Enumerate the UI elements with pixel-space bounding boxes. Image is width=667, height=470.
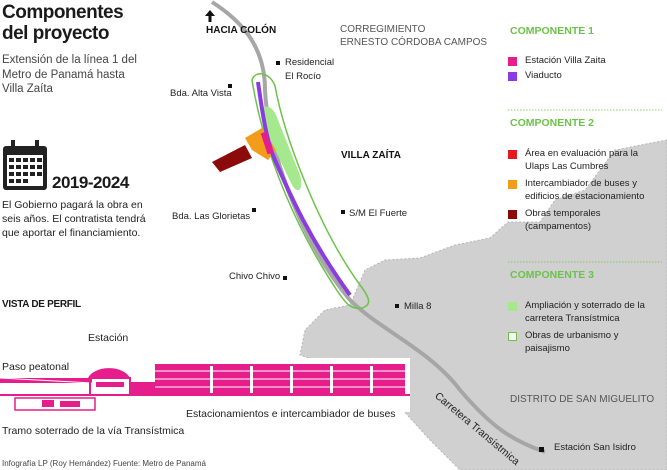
label-residencial: Residencial El Rocío bbox=[285, 57, 335, 82]
label-milla8: Milla 8 bbox=[404, 301, 432, 312]
label-hacia-colon: HACIA COLÓN bbox=[206, 25, 277, 36]
profile-estacionamientos-label: Estacionamientos e intercambiador de bus… bbox=[186, 408, 396, 420]
swatch-violet bbox=[508, 72, 517, 81]
legend-component2-title: COMPONENTE 2 bbox=[510, 117, 595, 129]
urbanismo-outline bbox=[251, 73, 370, 310]
profile-view bbox=[0, 358, 410, 412]
label-chivo-chivo: Chivo Chivo bbox=[229, 271, 281, 282]
description-text: El Gobierno pagará la obra en seis años.… bbox=[2, 199, 146, 239]
profile-tramo-label: Tramo soterrado de la vía Transístmica bbox=[2, 425, 185, 437]
label-alta-vista: Bda. Alta Vista bbox=[170, 88, 232, 99]
location-markers bbox=[228, 61, 544, 452]
ampliacion-area bbox=[261, 106, 302, 191]
swatch-orange bbox=[508, 180, 517, 189]
intro-text: Extensión de la línea 1 del Metro de Pan… bbox=[2, 54, 137, 95]
profile-estacion-label: Estación bbox=[88, 332, 129, 344]
estacion-villa-zaita bbox=[260, 131, 274, 155]
swatch-red bbox=[508, 150, 517, 159]
page-title: Componentes del proyecto bbox=[2, 2, 124, 44]
swatch-light-green bbox=[508, 302, 517, 311]
carretera-road bbox=[210, 0, 546, 454]
credit-line: Infografía LP (Roy Hernández) Fuente: Me… bbox=[2, 459, 206, 468]
profile-paso-label: Paso peatonal bbox=[2, 361, 70, 373]
calendar-icon bbox=[3, 140, 47, 190]
obras-temporales-area bbox=[212, 145, 252, 172]
label-corregimiento: CORREGIMIENTO ERNESTO CÓRDOBA CAMPOS bbox=[340, 24, 488, 48]
years-label: 2019-2024 bbox=[52, 173, 129, 192]
north-arrow-icon bbox=[205, 10, 215, 22]
label-glorietas: Bda. Las Glorietas bbox=[172, 211, 251, 222]
legend-component3-title: COMPONENTE 3 bbox=[510, 269, 595, 281]
swatch-dark-red bbox=[508, 210, 517, 219]
swatch-green-outline bbox=[508, 332, 517, 341]
profile-title: VISTA DE PERFIL bbox=[2, 299, 81, 310]
label-san-miguelito: DISTRITO DE SAN MIGUELITO bbox=[510, 394, 655, 405]
swatch-magenta bbox=[508, 57, 517, 66]
label-el-fuerte: S/M El Fuerte bbox=[349, 208, 408, 219]
label-san-isidro: Estación San Isidro bbox=[554, 442, 636, 453]
label-villa-zaita: VILLA ZAÍTA bbox=[341, 150, 401, 161]
legend-component1-title: COMPONENTE 1 bbox=[510, 25, 595, 37]
viaducto-line bbox=[256, 81, 352, 297]
